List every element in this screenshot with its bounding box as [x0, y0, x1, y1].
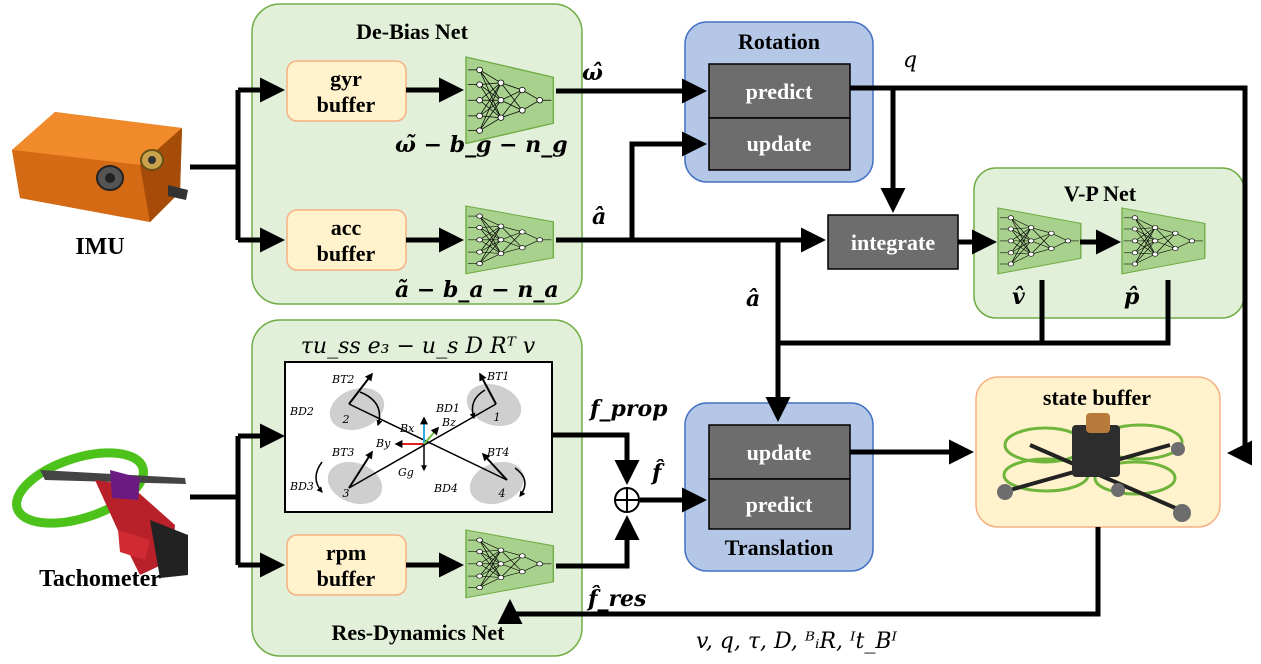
feedback-label: v, q, τ, D, ᴮᵢR, ᴵt_Bᴵ	[696, 629, 898, 654]
axis-z-label: Bz	[441, 416, 456, 429]
thrust-4-label: BT4	[486, 446, 509, 459]
drag-2-label: BD2	[289, 405, 314, 418]
a-hat-mid-label: â	[746, 286, 760, 312]
dynamics-formula: τu_ss e₃ − u_s D Rᵀ v	[301, 334, 536, 359]
translation-predict-cell	[708, 478, 851, 530]
rpm-buffer-label-2: buffer	[317, 566, 376, 591]
q-label: q	[903, 48, 917, 73]
f-hat-label: f̂	[650, 460, 665, 486]
gyr-buffer-label-2: buffer	[317, 92, 376, 117]
acc-formula: ã − b_a − n_a	[395, 277, 559, 303]
quadrotor-image-icon	[997, 413, 1191, 522]
omega-hat-label: ω̂	[582, 60, 603, 86]
imu-label: IMU	[75, 234, 124, 260]
p-hat-label: p̂	[1124, 284, 1140, 310]
rotation-update-cell	[708, 117, 851, 171]
rotation-predict-label: predict	[746, 79, 813, 104]
translation-predict-label: predict	[746, 492, 813, 517]
thrust-2-label: BT2	[331, 373, 354, 386]
res-dynamics-title: Res-Dynamics Net	[332, 620, 506, 645]
imu-device-icon	[12, 112, 188, 222]
drag-4-label: BD4	[433, 482, 458, 495]
f-prop-label: f_prop	[588, 396, 668, 422]
rotor-1-label: 1	[494, 411, 501, 424]
thrust-1-label: BT1	[486, 370, 509, 383]
rotation-title: Rotation	[738, 29, 820, 54]
vp-net-title: V-P Net	[1064, 181, 1137, 206]
tachometer-drone-icon	[12, 448, 188, 578]
rotor-4-label: 4	[498, 487, 506, 500]
gyr-buffer-label-1: gyr	[330, 66, 362, 91]
gyr-formula: ω̃ − b_g − n_g	[395, 132, 568, 158]
rotation-predict-cell	[708, 63, 851, 119]
debias-net-title: De-Bias Net	[356, 19, 468, 44]
drag-1-label: BD1	[435, 402, 460, 415]
a-hat-top-label: â	[592, 204, 606, 230]
integrate-cell	[827, 214, 959, 270]
f-res-label: f̂_res	[586, 586, 646, 612]
translation-title: Translation	[725, 535, 833, 560]
drag-3-label: BD3	[289, 480, 314, 493]
axis-y-label: By	[375, 437, 391, 450]
gravity-label: Gg	[398, 466, 414, 479]
state-buffer-title: state buffer	[1043, 385, 1151, 410]
acc-buffer-label-1: acc	[331, 215, 362, 240]
rotor-3-label: 3	[343, 487, 350, 500]
acc-buffer-label-2: buffer	[317, 241, 376, 266]
axis-x-label: Bx	[399, 422, 415, 435]
v-hat-label: v̂	[1012, 284, 1025, 310]
integrate-label: integrate	[851, 230, 936, 255]
rotor-2-label: 2	[342, 413, 350, 426]
quad-schematic: 1 2 3 4 BT1 BT2 BT3 BT4 BD1 BD2 BD3 BD4 …	[284, 361, 553, 513]
translation-update-label: update	[747, 440, 812, 465]
rotation-update-label: update	[747, 131, 812, 156]
rpm-buffer-label-1: rpm	[326, 540, 366, 565]
thrust-3-label: BT3	[331, 446, 354, 459]
translation-update-cell	[708, 424, 851, 480]
tachometer-label: Tachometer	[39, 566, 161, 592]
